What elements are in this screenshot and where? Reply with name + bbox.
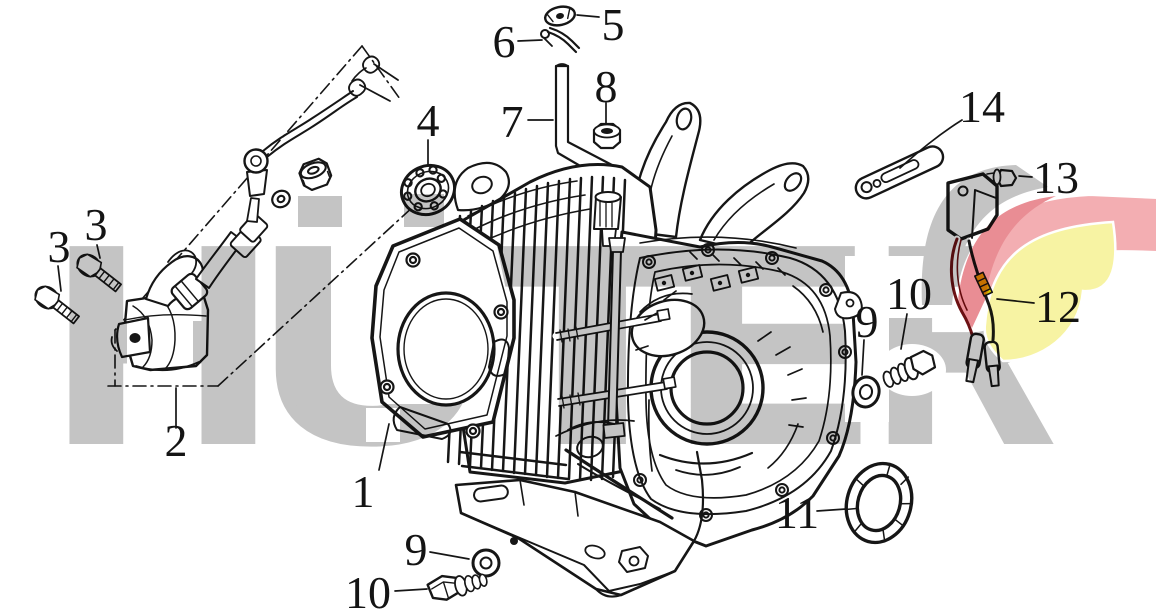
svg-text:5: 5	[602, 0, 625, 50]
svg-text:4: 4	[417, 95, 440, 146]
svg-text:3: 3	[85, 199, 108, 250]
svg-text:8: 8	[595, 61, 618, 112]
svg-text:1: 1	[352, 466, 375, 517]
svg-text:13: 13	[1033, 152, 1079, 203]
svg-text:3: 3	[48, 221, 71, 272]
svg-text:10: 10	[345, 567, 391, 613]
svg-text:7: 7	[501, 96, 524, 147]
svg-text:9: 9	[405, 524, 428, 575]
svg-text:6: 6	[493, 16, 516, 67]
svg-text:E: E	[677, 193, 866, 498]
svg-text:T: T	[479, 193, 706, 498]
svg-text:11: 11	[775, 487, 819, 538]
svg-text:14: 14	[959, 81, 1005, 132]
